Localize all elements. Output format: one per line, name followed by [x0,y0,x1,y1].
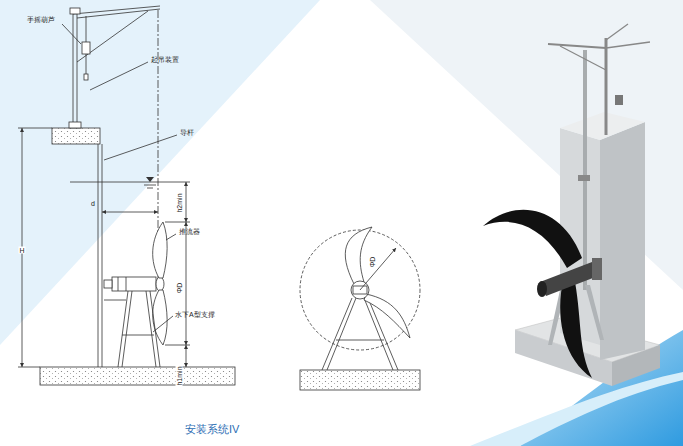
part-label: 起吊装置 [150,56,180,63]
part-label: 手摇葫芦 [26,16,56,23]
part-label: 导杆 [179,129,195,136]
front-view [300,227,420,390]
caption: 安装系统IV [185,423,239,435]
render-view [483,24,660,386]
part-label: ΦD [176,282,183,295]
part-label: H [18,247,25,254]
part-label: 水下A型支撑 [174,311,216,318]
part-label: h2min [176,192,183,213]
part-label: h1min [176,365,183,386]
part-label: d [90,200,96,207]
part-label: 推流器 [178,228,201,235]
part-label: ΦD [369,256,376,269]
side-view [18,6,235,385]
